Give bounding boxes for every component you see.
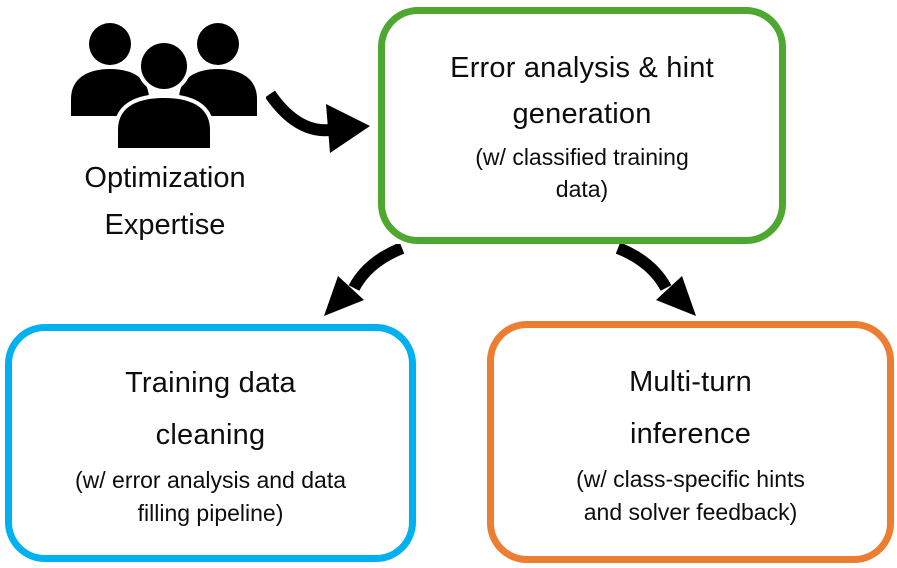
people-icon bbox=[71, 23, 257, 150]
node-multi-turn-inference-subtitle: (w/ class-specific hints and solver feed… bbox=[576, 466, 805, 525]
node-training-data-cleaning-subtitle: (w/ error analysis and data filling pipe… bbox=[74, 467, 346, 526]
arrow-error-analysis-to-training-cleaning bbox=[324, 244, 405, 316]
optimization-expertise-label: Optimization Expertise bbox=[84, 162, 246, 241]
node-error-analysis-title: Error analysis & hint generation bbox=[450, 51, 714, 131]
node-error-analysis: Error analysis & hint generation (w/ cla… bbox=[378, 7, 786, 244]
node-multi-turn-inference: Multi-turn inference (w/ class-specific … bbox=[487, 321, 894, 563]
node-training-data-cleaning-title: Training data cleaning bbox=[125, 366, 296, 451]
node-training-data-cleaning: Training data cleaning (w/ error analysi… bbox=[5, 324, 416, 562]
arrow-error-analysis-to-multi-turn bbox=[615, 244, 696, 316]
arrow-expertise-to-error-analysis bbox=[266, 90, 370, 153]
node-error-analysis-subtitle: (w/ classified training data) bbox=[475, 143, 689, 203]
node-multi-turn-inference-title: Multi-turn inference bbox=[629, 365, 752, 450]
